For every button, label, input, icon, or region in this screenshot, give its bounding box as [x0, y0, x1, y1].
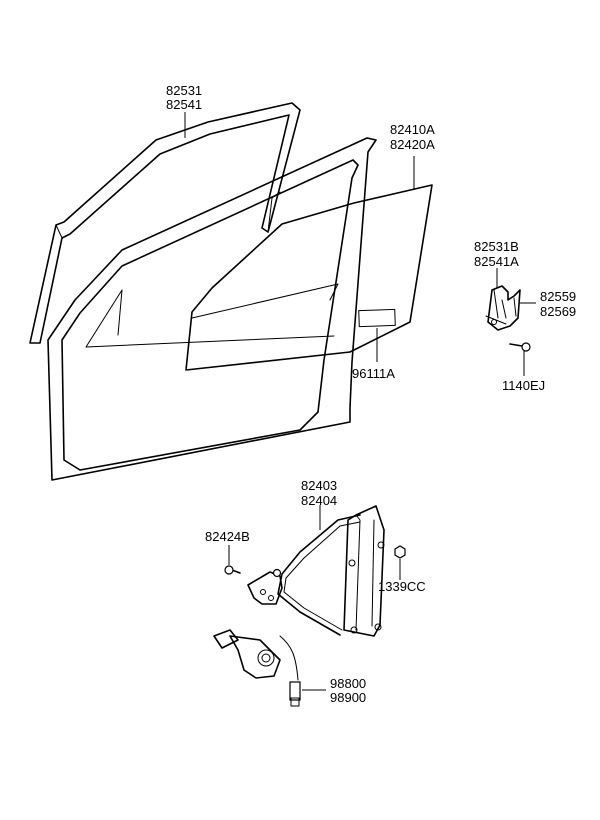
label-82403: 82403: [301, 478, 337, 493]
door-weatherstrip: [29, 102, 301, 344]
label-82420a: 82420A: [390, 137, 435, 152]
regulator-bracket: [247, 571, 283, 605]
label-82424b: 82424B: [205, 529, 250, 544]
leader-lines: [184, 112, 536, 691]
bolt-82424b: [224, 565, 282, 578]
label-82569: 82569: [540, 304, 576, 319]
door-glass: [185, 184, 433, 371]
label-82531: 82531: [166, 83, 202, 98]
glass-holder-bracket: [485, 285, 521, 331]
label-plate: [358, 308, 396, 328]
label-1140ej: 1140EJ: [502, 378, 545, 393]
label-82404: 82404: [301, 493, 337, 508]
label-82410a: 82410A: [390, 122, 435, 137]
bolt-1140ej: [509, 342, 531, 352]
label-1339cc: 1339CC: [378, 579, 426, 594]
label-82541a: 82541A: [474, 254, 519, 269]
label-98900: 98900: [330, 690, 366, 705]
label-82559: 82559: [540, 289, 576, 304]
window-regulator: [277, 505, 385, 637]
label-82541: 82541: [166, 97, 202, 112]
regulator-motor: [213, 629, 301, 707]
door-frame: [47, 137, 377, 481]
label-96111a: 96111A: [352, 366, 395, 381]
bolt-1339cc: [394, 545, 406, 559]
label-98800: 98800: [330, 676, 366, 691]
label-82531b: 82531B: [474, 239, 519, 254]
part-labels: 82531 82541 82410A 82420A 82531B 82541A …: [166, 83, 576, 705]
